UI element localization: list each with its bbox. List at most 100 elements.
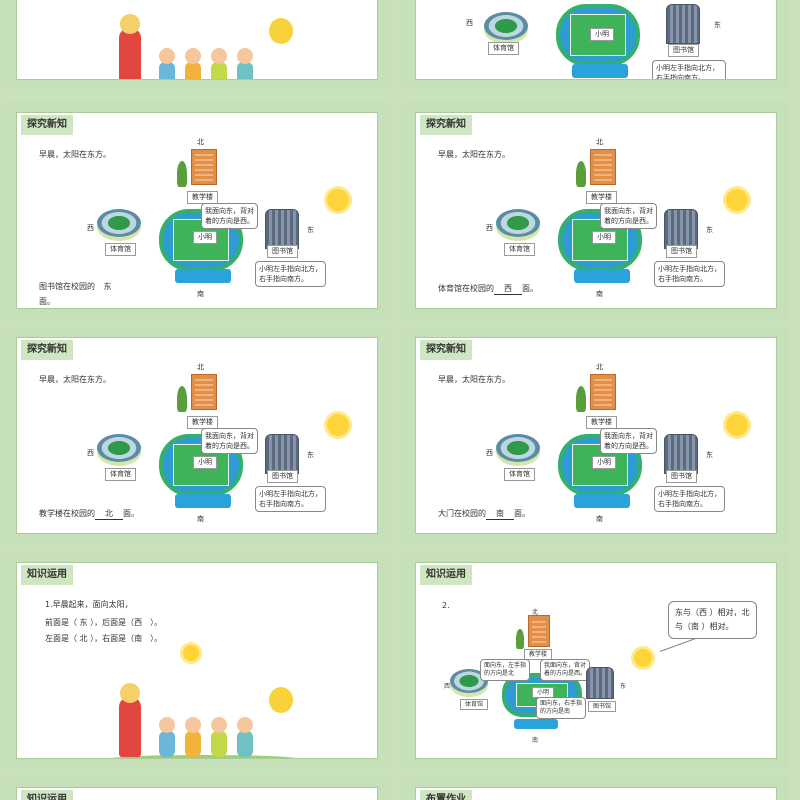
slide-content: 布置作业 [415, 787, 777, 800]
question-text: 教学楼在校园的北面。 [39, 508, 139, 520]
library-label: 图书馆 [666, 470, 697, 483]
library-label: 图书馆 [666, 245, 697, 258]
west-label: 西 [466, 19, 473, 27]
slide-content: 探究新知 早晨，太阳在东方。 北 教学楼 西 体育馆 小明 我面向东，背对 着的… [16, 337, 378, 534]
xiaoming-label: 小明 [592, 456, 616, 469]
slide-thumbnail-4[interactable]: 探究新知 早晨，太阳在东方。 北 教学楼 西 体育馆 小明 我面向东，背对 着的… [401, 101, 789, 319]
question-suffix: 面。 [522, 284, 538, 293]
bubble-line: 小明左手指向北方， [658, 265, 721, 273]
xiaoming-label: 小明 [193, 231, 217, 244]
bubble-line: 着的方向是西。 [604, 442, 653, 450]
sun-icon [634, 649, 652, 667]
question-prefix: 体育馆在校园的 [438, 284, 494, 293]
teacher-icon [119, 683, 141, 757]
slide-thumbnail-10[interactable]: 布置作业 [401, 776, 789, 800]
bubble-line: 着的方向是西。 [544, 670, 587, 677]
slide-thumbnail-6[interactable]: 探究新知 早晨，太阳在东方。 北 教学楼 西 体育馆 小明 我面向东，背对 着的… [401, 326, 789, 544]
south-label: 南 [532, 737, 539, 744]
gate-icon [574, 269, 630, 283]
speech-bubble-hands: 小明左手指向北方， 右手指向南方。 [255, 261, 326, 287]
slide-thumbnail-3[interactable]: 探究新知 早晨，太阳在东方。 北 教学楼 西 体育馆 小明 我面向东，背对 着的… [2, 101, 390, 319]
slide-thumbnail-8[interactable]: 知识运用 2. 北 教学楼 西 体育馆 小明 面向东，左手指 的方向是北 我面向… [401, 551, 789, 769]
bubble-line: 小明左手指向北方， [259, 265, 322, 273]
section-tag: 布置作业 [418, 790, 472, 800]
bubble-line: 与（南 ）相对。 [675, 622, 734, 631]
question-text: 体育馆在校园的西面。 [438, 283, 538, 295]
teaching-building-icon [590, 149, 616, 185]
gate-icon [574, 494, 630, 508]
gym-label: 体育馆 [488, 42, 519, 55]
library-label: 图书馆 [267, 245, 298, 258]
speech-bubble-right-hand: 面向东，右手指 的方向是南 [536, 697, 587, 719]
grass-icon [109, 755, 299, 758]
xiaoming-label: 小明 [592, 231, 616, 244]
question-prefix: 教学楼在校园的 [39, 509, 95, 518]
library-label: 图书馆 [588, 701, 617, 712]
library-label: 图书馆 [267, 470, 298, 483]
sun-speech-bubble: 东与（西 ）相对，北 与（南 ）相对。 [668, 601, 757, 639]
bubble-line: 我面向东，背对 [604, 432, 653, 440]
slide-content: 西 体育馆 小明 南 东 图书馆 小明左手指向北方，右手指向南方。 [415, 0, 777, 80]
bubble-line: 我面向东，背对 [205, 432, 254, 440]
slide-content: 探究新知 早晨，太阳在东方。 北 教学楼 西 体育馆 小明 我面向东，背对 着的… [415, 112, 777, 309]
gate-icon [175, 494, 231, 508]
slide-content: 知识运用 [16, 787, 378, 800]
balloon-icon [269, 18, 293, 44]
bubble-line: 的方向是北 [484, 670, 515, 677]
section-tag: 知识运用 [418, 565, 472, 585]
bubble-line: 面向东，左手指 [484, 662, 527, 669]
slide-thumbnail-7[interactable]: 知识运用 1.早晨起来，面向太阳， 前面是（ 东 ），后面是（西 ）。 左面是（… [2, 551, 390, 769]
section-tag: 探究新知 [418, 340, 472, 360]
speech-bubble-facing: 我面向东，背对 着的方向是西。 [600, 428, 657, 454]
tree-icon [576, 386, 586, 412]
south-label: 南 [197, 290, 204, 298]
library-icon [666, 4, 700, 44]
teacher-children-illustration [109, 14, 299, 79]
speech-bubble-hands: 小明左手指向北方， 右手指向南方。 [255, 486, 326, 512]
bubble-line: 着的方向是西。 [604, 217, 653, 225]
east-label: 东 [706, 226, 713, 234]
south-label: 南 [596, 515, 603, 523]
answer-blank: 南 [486, 508, 514, 520]
tree-icon [516, 629, 524, 649]
library-icon [265, 434, 299, 474]
bubble-line: 右手指向南方。 [658, 500, 707, 508]
gym-icon [484, 12, 528, 40]
bubble-line: 面向东，右手指 [540, 700, 583, 707]
speech-bubble-facing: 我面向东，背对 着的方向是西。 [540, 659, 591, 681]
tree-icon [576, 161, 586, 187]
gate-icon [572, 64, 628, 78]
section-tag: 探究新知 [19, 115, 73, 135]
child-icon [185, 717, 201, 757]
north-label: 北 [596, 138, 603, 146]
exercise-line-2: 前面是（ 东 ），后面是（西 ）。 [45, 618, 163, 627]
gym-label: 体育馆 [504, 243, 535, 256]
teaching-building-label: 教学楼 [586, 416, 617, 429]
slide-thumbnail-2[interactable]: 西 体育馆 小明 南 东 图书馆 小明左手指向北方，右手指向南方。 [401, 0, 789, 90]
gym-label: 体育馆 [460, 699, 489, 710]
library-icon [265, 209, 299, 249]
library-icon [664, 209, 698, 249]
exercise-line-1: 1.早晨起来，面向太阳， [45, 600, 133, 609]
teaching-building-icon [528, 615, 550, 647]
question-prefix: 图书馆在校园的 [39, 282, 95, 291]
exercise-line-3: 左面是（ 北 ），右面是（南 ）。 [45, 634, 163, 643]
east-label: 东 [706, 451, 713, 459]
east-label: 东 [307, 451, 314, 459]
child-icon [159, 48, 175, 79]
library-label: 图书馆 [668, 44, 699, 57]
section-tag: 知识运用 [19, 790, 73, 800]
north-label: 北 [596, 363, 603, 371]
bubble-line: 小明左手指向北方， [259, 490, 322, 498]
south-label: 南 [596, 290, 603, 298]
west-label: 西 [486, 449, 493, 457]
slide-thumbnail-9[interactable]: 知识运用 [2, 776, 390, 800]
xiaoming-label: 小明 [193, 456, 217, 469]
speech-bubble-hands: 小明左手指向北方， 右手指向南方。 [654, 486, 725, 512]
question-suffix: 面。 [123, 509, 139, 518]
bubble-line: 的方向是南 [540, 708, 571, 715]
slide-thumbnail-5[interactable]: 探究新知 早晨，太阳在东方。 北 教学楼 西 体育馆 小明 我面向东，背对 着的… [2, 326, 390, 544]
bubble-line: 右手指向南方。 [259, 275, 308, 283]
slide-thumbnail-1[interactable] [2, 0, 390, 90]
xiaoming-label: 小明 [590, 28, 614, 41]
